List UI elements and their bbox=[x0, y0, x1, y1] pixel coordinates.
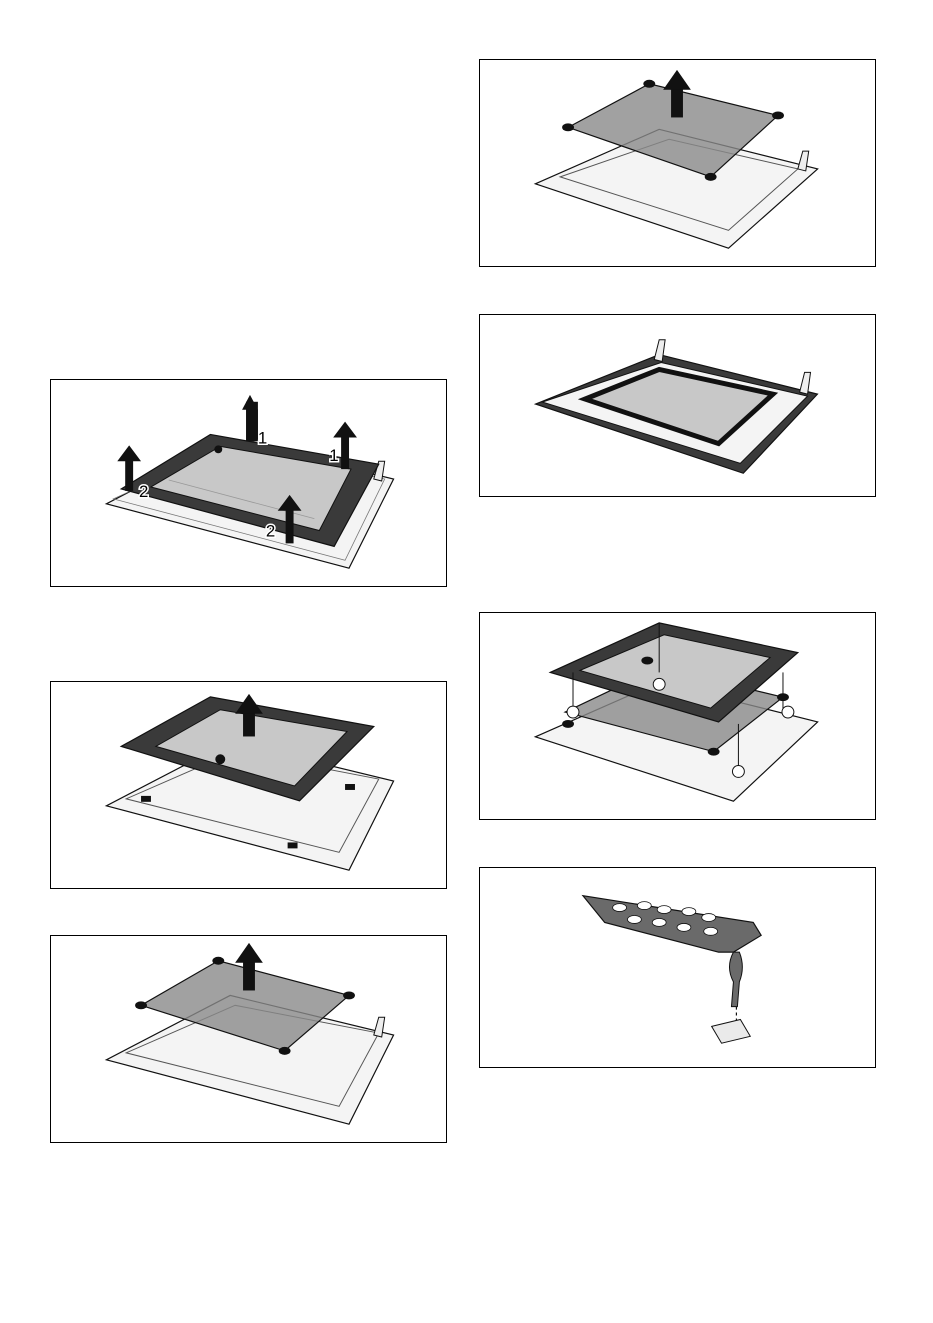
fastener-screw bbox=[215, 754, 225, 764]
figure-remove-door-frame: 1 1 2 2 bbox=[50, 379, 447, 587]
lift-pane-illustration bbox=[51, 936, 446, 1142]
figure-lift-inner-pane bbox=[50, 935, 447, 1143]
step-label: 1 bbox=[258, 428, 267, 447]
figure-gasket-detail bbox=[479, 867, 876, 1068]
figure-lift-top-pane bbox=[479, 59, 876, 267]
clip-slot bbox=[712, 1019, 751, 1043]
lift-frame-illustration bbox=[51, 682, 446, 888]
top-pane-illustration bbox=[480, 60, 875, 266]
gasket-seal bbox=[583, 896, 761, 952]
fastener-screw bbox=[214, 445, 222, 453]
step-label: 2 bbox=[266, 521, 275, 540]
door-assembled-illustration bbox=[480, 315, 875, 496]
reassembly-illustration bbox=[480, 613, 875, 819]
hinge-right bbox=[800, 372, 811, 394]
step-label: 2 bbox=[139, 482, 148, 501]
figure-door-assembled bbox=[479, 314, 876, 497]
figure-lift-frame bbox=[50, 681, 447, 889]
figure-reassembly-alignment bbox=[479, 612, 876, 820]
gasket-illustration bbox=[480, 868, 875, 1067]
gasket-tab bbox=[729, 952, 742, 1006]
door-frame-illustration: 1 1 2 2 bbox=[51, 380, 446, 586]
step-label: 1 bbox=[329, 446, 338, 465]
